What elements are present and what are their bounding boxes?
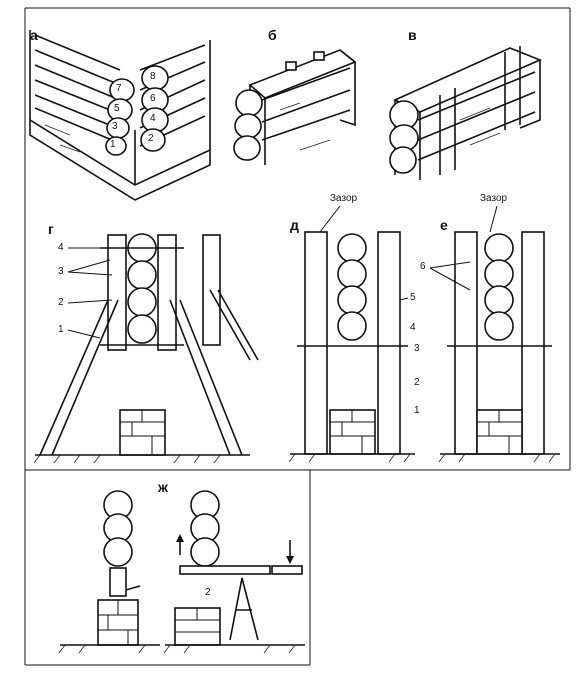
log-number: 5 [114,103,120,114]
panel-label-g: г [48,221,54,237]
callout-number: 1 [58,324,64,335]
panel-zh-lever [163,490,305,654]
callout-number: 4 [58,242,64,253]
panel-zh-jack [58,490,160,654]
callout-number: 2 [58,297,64,308]
log-number: 6 [150,93,156,104]
gap-label-d: Зазор [330,193,358,204]
panel-g-braced-posts [33,233,259,464]
log-number: 8 [150,71,156,82]
log-number: 1 [110,139,116,150]
panel-label-v: в [408,27,417,43]
panel-d-posts [288,205,415,463]
callout-number: 3 [58,266,64,277]
panel-a-log-ends [105,65,169,156]
panel-label-d: д [290,217,299,233]
panel-a-corner [29,30,211,201]
callout-number: 5 [410,292,416,303]
log-number: 7 [116,83,122,94]
log-number: 3 [112,121,118,132]
log-number: 4 [150,113,156,124]
panel-v-log-stack [389,46,543,180]
panel-label-a: а [30,27,38,43]
callout-number: 2 [205,587,211,598]
callout-number: 6 [420,261,426,272]
callout-number: 3 [414,343,420,354]
callout-number: 4 [410,322,416,333]
panel-b-log-stack [233,49,357,165]
panel-label-e: е [440,217,448,233]
panel-label-zh: ж [158,479,168,495]
panel-e-posts [429,205,560,463]
callout-number: 2 [414,377,420,388]
gap-label-e: Зазор [480,193,508,204]
log-number: 2 [148,133,154,144]
callout-number: 1 [414,405,420,416]
panel-label-b: б [268,27,277,43]
